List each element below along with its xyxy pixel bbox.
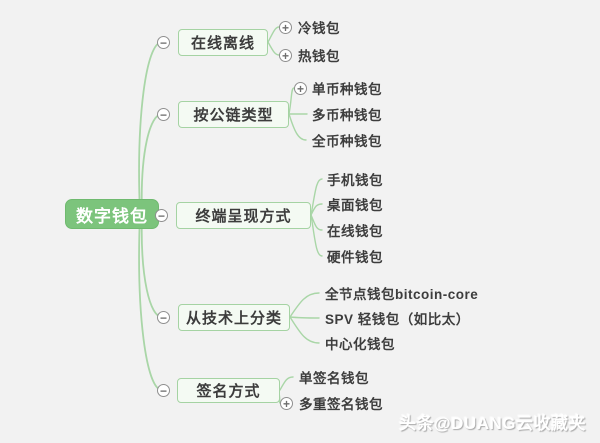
node-hot-wallet[interactable]: 热钱包 — [298, 49, 340, 64]
expand-toggle-icon[interactable]: + — [280, 397, 293, 410]
expand-toggle-icon[interactable]: + — [294, 82, 307, 95]
node-full-node-wallet[interactable]: 全节点钱包bitcoin-core — [325, 287, 479, 302]
node-multi-coin-wallet[interactable]: 多币种钱包 — [312, 108, 382, 123]
node-online-wallet[interactable]: 在线钱包 — [327, 224, 383, 239]
node-signature-method[interactable]: 签名方式 — [177, 378, 280, 403]
node-centralized-wallet[interactable]: 中心化钱包 — [325, 337, 395, 352]
watermark: 头条@DUANG云收藏夹 — [399, 414, 586, 433]
node-hardware-wallet[interactable]: 硬件钱包 — [327, 250, 383, 265]
node-digital-wallet[interactable]: 数字钱包 — [65, 199, 159, 229]
node-single-sig-wallet[interactable]: 单签名钱包 — [299, 371, 369, 386]
expand-toggle-icon[interactable]: + — [279, 49, 292, 62]
node-by-chain-type[interactable]: 按公链类型 — [178, 101, 289, 128]
collapse-toggle-icon[interactable]: − — [157, 36, 170, 49]
expand-toggle-icon[interactable]: + — [279, 21, 292, 34]
node-desktop-wallet[interactable]: 桌面钱包 — [327, 198, 383, 213]
node-online-offline[interactable]: 在线离线 — [178, 29, 268, 56]
node-multi-sig-wallet[interactable]: 多重签名钱包 — [299, 397, 383, 412]
node-cold-wallet[interactable]: 冷钱包 — [298, 21, 340, 36]
node-single-coin-wallet[interactable]: 单币种钱包 — [312, 82, 382, 97]
collapse-toggle-icon[interactable]: − — [157, 384, 170, 397]
node-all-coin-wallet[interactable]: 全币种钱包 — [312, 134, 382, 149]
collapse-toggle-icon[interactable]: − — [157, 108, 170, 121]
collapse-toggle-icon[interactable]: − — [155, 209, 168, 222]
node-by-technology[interactable]: 从技术上分类 — [178, 304, 290, 331]
node-spv-light-wallet[interactable]: SPV 轻钱包（如比太） — [325, 312, 470, 327]
node-mobile-wallet[interactable]: 手机钱包 — [327, 173, 383, 188]
collapse-toggle-icon[interactable]: − — [157, 311, 170, 324]
node-terminal-presentation[interactable]: 终端呈现方式 — [176, 202, 311, 229]
